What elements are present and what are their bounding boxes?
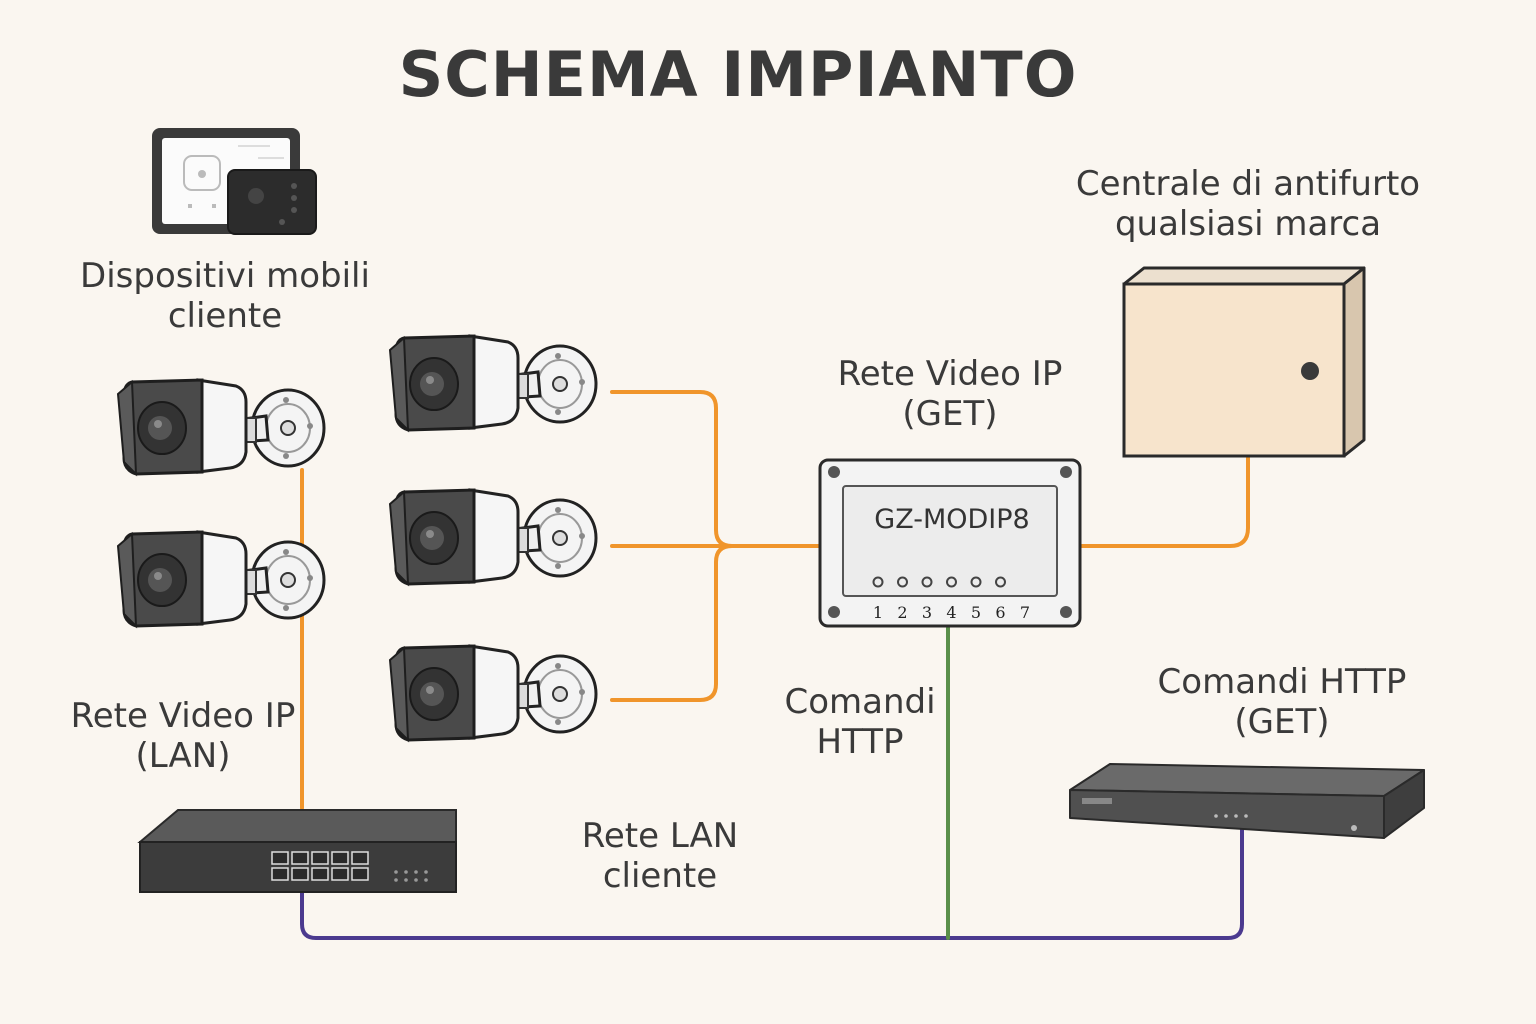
camera-line-bottom xyxy=(610,544,734,702)
module-led xyxy=(970,576,982,588)
module-port-number: 4 xyxy=(946,603,956,622)
camera-line-top xyxy=(610,390,820,548)
alarm-panel-line xyxy=(1080,456,1250,548)
label-alarm-panel: Centrale di antifurto qualsiasi marca xyxy=(1060,164,1436,244)
label-alarm-panel-line2: qualsiasi marca xyxy=(1114,204,1382,245)
label-http-commands-line1: Comandi xyxy=(784,682,936,722)
camera-icon-center-top xyxy=(388,334,598,432)
switch-ports xyxy=(271,851,369,881)
label-video-ip-get-line1: Rete Video IP xyxy=(837,354,1063,394)
label-mobile-devices-line1: Dispositivi mobili xyxy=(80,256,370,296)
lan-line xyxy=(300,828,1244,940)
camera-icon-center-middle xyxy=(388,488,598,586)
module-led xyxy=(995,576,1006,588)
label-http-commands-get: Comandi HTTP (GET) xyxy=(1130,662,1434,742)
label-http-commands-get-line2: (GET) xyxy=(1234,702,1330,743)
network-switch xyxy=(137,809,457,893)
label-video-ip-lan: Rete Video IP (LAN) xyxy=(50,696,316,776)
label-video-ip-get-line2: (GET) xyxy=(902,394,998,435)
module-name: GZ-MODIP8 xyxy=(874,504,1029,535)
label-mobile-devices-line2: cliente xyxy=(167,296,283,337)
page-title: SCHEMA IMPIANTO xyxy=(398,38,1078,111)
label-http-commands-line2: HTTP xyxy=(816,722,904,763)
module-port-number: 3 xyxy=(922,603,932,622)
label-video-ip-lan-line1: Rete Video IP xyxy=(70,696,296,736)
module-port-number: 1 xyxy=(873,603,883,622)
video-ip-lines xyxy=(300,390,1250,810)
module-port-number: 5 xyxy=(971,603,981,622)
label-alarm-panel-line1: Centrale di antifurto xyxy=(1075,164,1421,204)
label-http-commands: Comandi HTTP xyxy=(770,682,950,762)
module-leds xyxy=(872,576,1006,588)
module-led xyxy=(897,576,908,588)
label-mobile-devices: Dispositivi mobili cliente xyxy=(40,256,410,336)
alarm-panel-box xyxy=(1122,266,1366,458)
module-led xyxy=(946,576,957,588)
label-lan-cliente-line2: cliente xyxy=(602,856,718,897)
label-http-commands-get-line1: Comandi HTTP xyxy=(1157,662,1407,702)
label-video-ip-get: Rete Video IP (GET) xyxy=(818,354,1082,434)
label-lan-cliente: Rete LAN cliente xyxy=(560,816,760,896)
label-lan-cliente-line1: Rete LAN xyxy=(581,816,739,856)
lock-icon xyxy=(1301,362,1319,380)
mobile-devices-icon xyxy=(152,128,317,235)
module-port-number: 2 xyxy=(897,603,907,622)
module-led xyxy=(872,576,884,588)
camera-icon-left-top xyxy=(116,378,326,476)
nvr-recorder xyxy=(1069,763,1425,839)
label-video-ip-lan-line2: (LAN) xyxy=(135,736,231,777)
module-port-number: 6 xyxy=(995,603,1005,622)
camera-icon-left-bottom xyxy=(116,530,326,628)
module-led xyxy=(921,576,933,588)
camera-icon-center-bottom xyxy=(388,644,598,742)
module-port-number: 7 xyxy=(1020,603,1030,622)
